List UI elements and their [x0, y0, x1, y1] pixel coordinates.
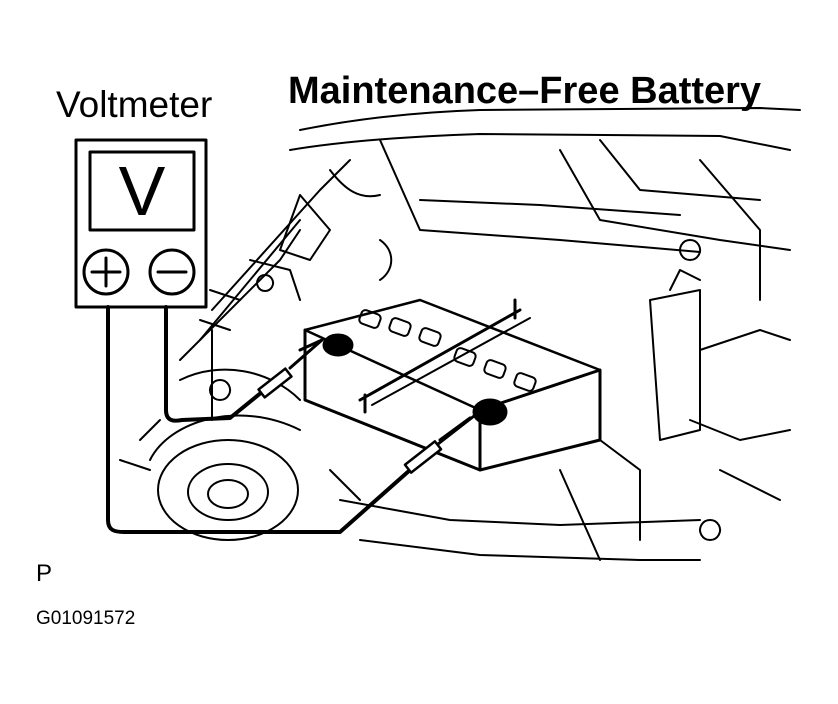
- battery: [298, 298, 602, 472]
- engine-bay-background: [119, 107, 801, 561]
- battery-terminal-positive: [298, 333, 354, 357]
- figure-id: G01091572: [36, 608, 136, 629]
- minus-circle-icon: [148, 248, 196, 296]
- negative-probe: [257, 367, 293, 399]
- battery-cell-caps: [358, 309, 537, 392]
- negative-test-lead: [164, 305, 264, 423]
- voltmeter-display-text: V: [119, 152, 166, 230]
- voltmeter-label: Voltmeter: [56, 84, 213, 125]
- panel-letter: P: [36, 560, 53, 587]
- plus-circle-icon: [82, 248, 130, 296]
- voltmeter: V: [74, 138, 208, 309]
- voltmeter-display: [88, 150, 196, 232]
- battery-title: Maintenance–Free Battery: [288, 70, 762, 112]
- positive-test-lead: [106, 305, 412, 534]
- voltmeter-test-leads: [106, 305, 476, 534]
